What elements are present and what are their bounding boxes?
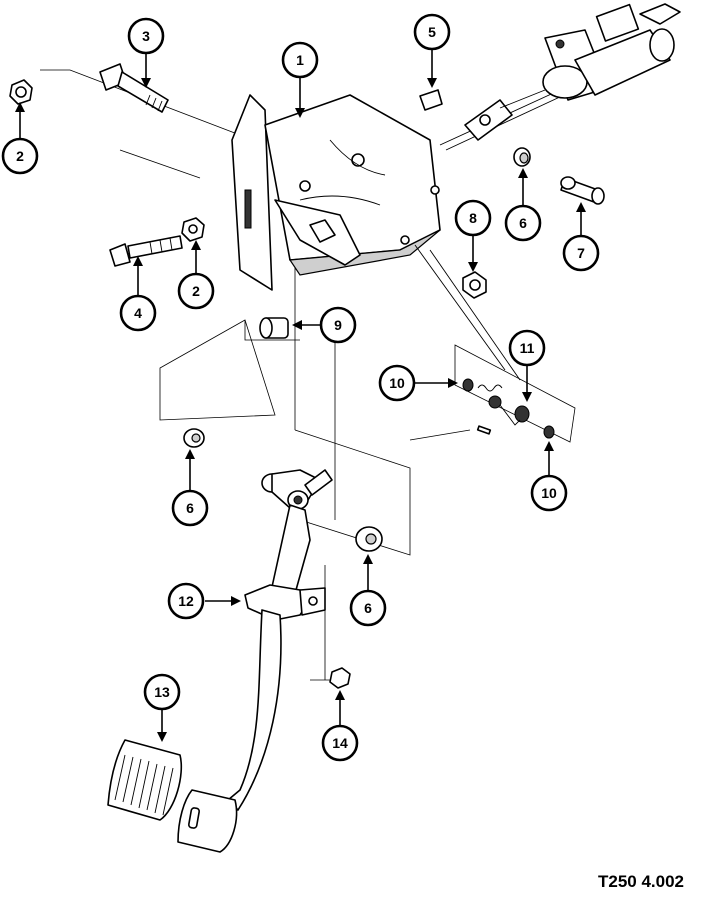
callout-14: 14: [321, 724, 359, 762]
spring-assembly: [462, 378, 555, 439]
svg-text:4: 4: [134, 305, 142, 321]
svg-text:12: 12: [178, 593, 194, 609]
callout-11: 11: [508, 329, 546, 367]
pedal-bracket: [231, 94, 521, 381]
svg-text:14: 14: [332, 735, 348, 751]
svg-text:13: 13: [154, 684, 170, 700]
nut-14: [329, 667, 351, 689]
figure-reference-code: T250 4.002: [598, 872, 685, 891]
callout-1: 1: [281, 41, 319, 79]
svg-text:11: 11: [520, 340, 535, 356]
svg-text:1: 1: [296, 52, 304, 68]
callout-6a: 6: [504, 204, 542, 242]
callout-2a: 2: [1, 137, 39, 175]
svg-text:5: 5: [428, 24, 436, 40]
leader-lines: [15, 50, 586, 742]
bush-9: [259, 317, 289, 339]
callout-10b: 10: [530, 474, 568, 512]
svg-text:8: 8: [469, 210, 477, 226]
svg-text:6: 6: [186, 500, 194, 516]
callout-12: 12: [167, 582, 205, 620]
svg-text:9: 9: [334, 317, 342, 333]
nut-2-mid: [181, 217, 205, 242]
bush-6-top: [513, 147, 531, 167]
callout-10a: 10: [378, 364, 416, 402]
callout-2b: 2: [177, 272, 215, 310]
callout-5: 5: [413, 13, 451, 51]
bolt-4: [109, 235, 183, 267]
pivot-pin-7: [560, 176, 605, 205]
clutch-pedal-arm: [227, 469, 333, 811]
pedal-pad: [177, 789, 238, 853]
bolt-3: [99, 63, 169, 113]
svg-text:7: 7: [577, 245, 585, 261]
callout-8: 8: [454, 199, 492, 237]
svg-text:6: 6: [519, 215, 527, 231]
svg-text:10: 10: [541, 485, 557, 501]
svg-text:10: 10: [389, 375, 405, 391]
pushrod-clevis: [419, 89, 546, 141]
svg-text:6: 6: [364, 600, 372, 616]
callout-13: 13: [143, 673, 181, 711]
callout-7: 7: [562, 234, 600, 272]
bush-6-left: [183, 428, 205, 448]
callout-3: 3: [127, 17, 165, 55]
callout-9: 9: [319, 306, 357, 344]
callout-6b: 6: [171, 489, 209, 527]
svg-text:2: 2: [192, 283, 200, 299]
nut-2-top: [9, 79, 33, 105]
svg-text:2: 2: [16, 148, 24, 164]
callout-4: 4: [119, 294, 157, 332]
bush-6-right: [355, 526, 383, 552]
svg-text:3: 3: [142, 28, 150, 44]
callout-6c: 6: [349, 589, 387, 627]
master-cylinder: [439, 3, 681, 151]
reference-planes: [40, 69, 576, 681]
pedal-rubber-13: [107, 739, 183, 821]
nut-8: [462, 271, 487, 299]
